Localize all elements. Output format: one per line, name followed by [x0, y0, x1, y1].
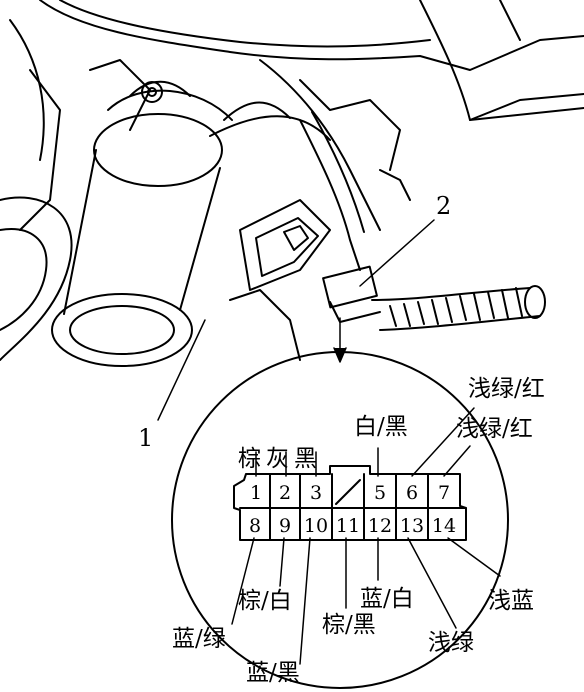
pin-numbers: 1 2 3 5 6 7 8 9 10 11 12 13 14	[249, 482, 456, 537]
wire-color-pin9: 棕/白	[238, 588, 292, 614]
wire-color-pin2: 灰	[266, 446, 289, 472]
pin-1: 1	[250, 482, 262, 504]
pin-2: 2	[279, 482, 291, 504]
pin-9: 9	[279, 515, 291, 537]
pin-13: 13	[400, 515, 424, 537]
pin-7: 7	[438, 482, 450, 504]
pin-5: 5	[374, 482, 386, 504]
wire-color-pin10: 蓝/黑	[246, 660, 300, 686]
pin-14: 14	[432, 515, 456, 537]
wire-color-pin6: 浅绿/红	[468, 376, 545, 402]
connector-face	[233, 465, 467, 541]
pin-10: 10	[304, 515, 328, 537]
lock-cylinder	[51, 80, 331, 367]
pin-8: 8	[249, 515, 261, 537]
wire-color-pin14: 浅蓝	[488, 588, 534, 614]
callout-1: 1	[138, 424, 154, 452]
wire-color-leaders	[231, 407, 501, 665]
wire-color-pin1: 棕	[238, 446, 261, 472]
wire-color-pin7: 浅绿/红	[456, 416, 533, 442]
pin-12: 12	[368, 515, 392, 537]
pin-6: 6	[406, 482, 418, 504]
dashboard-structure	[0, 0, 584, 361]
wire-color-pin13: 浅绿	[428, 630, 474, 656]
callout-leaders	[157, 219, 435, 421]
magnified-view-circle	[171, 351, 509, 689]
wire-color-pin5: 白/黑	[354, 414, 408, 440]
callout-2: 2	[436, 192, 452, 220]
pin-11: 11	[336, 515, 360, 537]
pin-3: 3	[310, 482, 322, 504]
wire-color-pin3: 黑	[294, 446, 317, 472]
wire-color-pin11: 棕/黑	[322, 612, 376, 638]
wire-color-pin8: 蓝/绿	[172, 626, 226, 652]
wire-color-pin12: 蓝/白	[360, 586, 414, 612]
